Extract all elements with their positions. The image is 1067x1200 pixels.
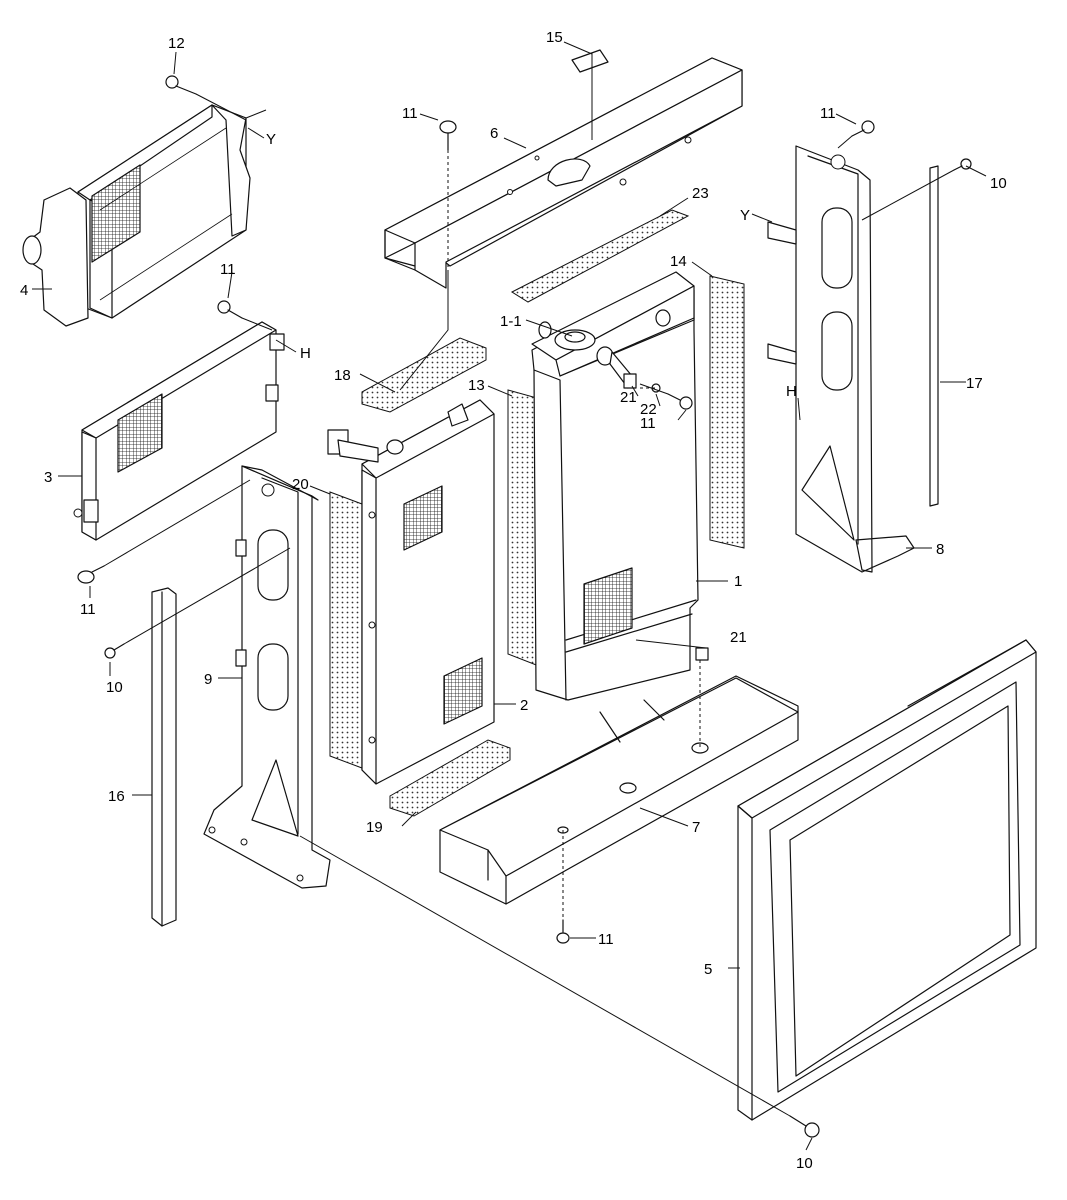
part-8-right-bracket <box>767 145 915 573</box>
fitting-21-bottom <box>695 647 709 661</box>
callout-23: 23 <box>692 185 709 202</box>
callout-1: 1 <box>734 573 742 590</box>
callout-7: 7 <box>692 819 700 836</box>
callout-10-left: 10 <box>106 679 123 696</box>
part-20-side-seal-pad <box>329 491 363 769</box>
callout-h-left: H <box>300 345 311 362</box>
callout-18: 18 <box>334 367 351 384</box>
callout-11-top-right: 11 <box>820 105 836 122</box>
callout-15: 15 <box>546 29 563 46</box>
callout-8: 8 <box>936 541 944 558</box>
callout-h-right: H <box>786 383 797 400</box>
part-18-seal-block <box>361 337 487 413</box>
bolt-12 <box>165 75 197 95</box>
part-1-radiator <box>531 271 699 701</box>
callout-3: 3 <box>44 469 52 486</box>
callout-10-right: 10 <box>990 175 1007 192</box>
callout-19: 19 <box>366 819 383 836</box>
callout-21-bottom: 21 <box>730 629 747 646</box>
part-19-seal-block <box>389 739 511 817</box>
part-17-angle-rail <box>929 165 939 507</box>
callout-1-1: 1-1 <box>500 313 522 330</box>
bolt-10-bottom <box>789 1115 820 1138</box>
callout-6: 6 <box>490 125 498 142</box>
bolt-10-right <box>953 158 972 171</box>
part-7-bottom-tray <box>439 675 799 905</box>
callout-2: 2 <box>520 697 528 714</box>
part-16-angle-rail <box>151 587 177 927</box>
part-23-top-seal-pad <box>510 209 690 303</box>
bolt-11-mid <box>217 300 243 319</box>
callout-21-top: 21 <box>620 389 637 406</box>
callout-14: 14 <box>670 253 687 270</box>
bolt-10-left <box>104 643 125 659</box>
fitting-21-top <box>623 373 637 389</box>
callout-11-mid: 11 <box>220 261 236 278</box>
part-6-top-cover <box>384 57 743 289</box>
callout-11-top: 11 <box>402 105 418 122</box>
part-5-shroud-frame <box>737 639 1037 1121</box>
part-9-left-bracket <box>203 465 331 889</box>
bolt-11-right <box>667 393 693 410</box>
callout-9: 9 <box>204 671 212 688</box>
part-4-intercooler <box>22 104 251 327</box>
callout-12: 12 <box>168 35 185 52</box>
callout-y-left: Y <box>266 131 276 148</box>
bolt-11-top-right <box>851 120 875 137</box>
part-3-oil-cooler <box>73 321 285 541</box>
callout-10-bottom: 10 <box>796 1155 813 1172</box>
callout-11-left: 11 <box>80 601 96 618</box>
bolt-11-top <box>439 120 457 151</box>
bolt-11-left <box>77 565 105 584</box>
callout-11-right: 11 <box>640 415 656 432</box>
callout-5: 5 <box>704 961 712 978</box>
part-14-side-seal-pad <box>709 275 745 549</box>
callout-11-bottom: 11 <box>598 931 614 948</box>
part-2-radiator <box>327 399 495 785</box>
bolt-11-bottom <box>556 919 570 944</box>
callout-20: 20 <box>292 476 309 493</box>
callout-22: 22 <box>640 401 657 418</box>
callout-y-right: Y <box>740 207 750 224</box>
callout-17: 17 <box>966 375 983 392</box>
callout-16: 16 <box>108 788 125 805</box>
callout-13: 13 <box>468 377 485 394</box>
callout-4: 4 <box>20 282 28 299</box>
